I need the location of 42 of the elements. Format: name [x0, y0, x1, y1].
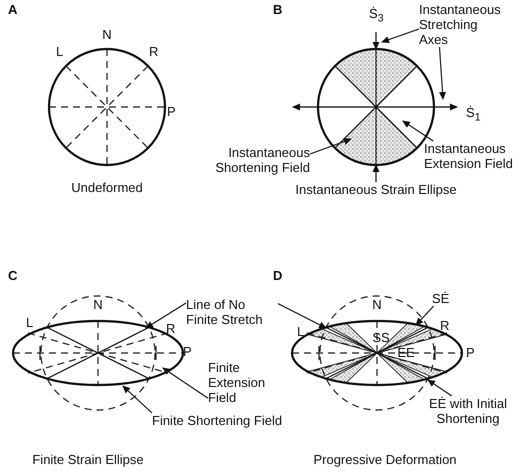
panel-letter: A — [8, 2, 18, 17]
leader-line — [415, 306, 434, 326]
leader-line — [438, 46, 446, 100]
callout-text: EĖ with Initial Shortening — [414, 396, 522, 426]
axis-label: Ṡ$_{1}$ — [466, 105, 481, 126]
panel-letter: B — [273, 2, 282, 17]
point-label: R — [166, 321, 176, 336]
leader-line — [310, 138, 352, 155]
point-label: N — [93, 297, 103, 312]
caption: Instantaneous Strain Ellipse — [295, 182, 457, 197]
caption: Progressive Deformation — [313, 452, 457, 467]
point-label: L — [26, 315, 34, 330]
caption: Undeformed — [71, 180, 143, 195]
point-label: P — [167, 104, 176, 119]
point-label: N — [372, 297, 382, 312]
point-label: N — [102, 27, 112, 42]
point-label: L — [56, 44, 64, 59]
leader-line — [381, 28, 420, 43]
callout-text: Finite Shortening Field — [152, 413, 282, 428]
leader-line — [122, 385, 152, 414]
point-label: R — [440, 318, 450, 333]
axis-label: Ṡ$_{3}$ — [369, 6, 384, 27]
callout-text: Finite Extension Field — [208, 360, 278, 405]
point-label: L — [297, 324, 304, 339]
point-label: P — [183, 344, 192, 359]
caption: Finite Strain Ellipse — [32, 452, 144, 467]
callout-text: SĖ — [432, 291, 450, 306]
point-label: P — [466, 345, 475, 360]
leader-line — [162, 367, 208, 399]
leader-line — [278, 303, 327, 328]
callout-text: Instantaneous Shortening Field — [202, 145, 310, 175]
leader-line — [427, 379, 452, 396]
callout-text: Instantaneous Stretching Axes — [419, 2, 501, 47]
point-label: R — [149, 44, 158, 59]
leader-line — [145, 302, 186, 329]
field-label: EE — [397, 345, 415, 360]
panel-letter: C — [8, 268, 18, 283]
callout-text: Line of No Finite Stretch — [186, 297, 278, 327]
callout-text: Instantaneous Extension Field — [424, 141, 516, 171]
leader-line — [402, 120, 434, 142]
field-label: SS — [372, 330, 390, 345]
panel-letter: D — [273, 268, 282, 283]
